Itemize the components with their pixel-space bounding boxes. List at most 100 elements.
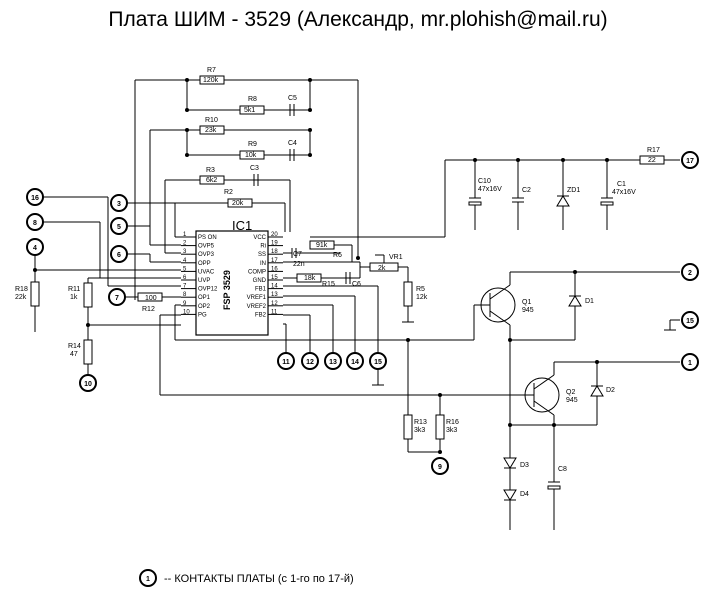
- r9-value: 10k: [245, 152, 257, 159]
- ic1-pin-num: 9: [183, 301, 187, 307]
- ic1-pin-num: 10: [183, 309, 190, 315]
- ic1-pin-name: Ri: [260, 244, 266, 250]
- contact-5: 5: [110, 217, 128, 235]
- contact-8: 8: [26, 213, 44, 231]
- contact-4: 4: [26, 238, 44, 256]
- c10-ref: C10: [478, 178, 491, 185]
- resistor-r12: [137, 292, 163, 302]
- r15-value: 18k: [304, 275, 316, 282]
- svg-text:4: 4: [33, 245, 37, 252]
- c2-ref: C2: [522, 187, 531, 194]
- contact-1: 1: [681, 353, 699, 371]
- contact-15-ic: 15: [369, 352, 387, 370]
- svg-text:17: 17: [686, 158, 694, 165]
- r10-ref: R10: [205, 117, 218, 124]
- ic1-pin-name: GND: [253, 278, 267, 284]
- svg-text:10: 10: [84, 381, 92, 388]
- d4-ref: D4: [520, 491, 529, 498]
- resistor-r10: [199, 125, 225, 135]
- ic1-pin-name: IN: [260, 261, 266, 267]
- resistor-r18: [30, 281, 40, 307]
- contact-9: 9: [431, 457, 449, 475]
- vr1-ref: VR1: [389, 254, 403, 261]
- c4-ref: C4: [288, 140, 297, 147]
- ic1-pin-name: UVP: [198, 278, 210, 284]
- ic1-pin-num: 16: [271, 266, 278, 272]
- ic1-pin-num: 13: [271, 292, 278, 298]
- ic1-pin-name: OP1: [198, 295, 211, 301]
- ic1-pin-name: OVP5: [198, 244, 215, 250]
- c8-ref: C8: [558, 466, 567, 473]
- ic1-pin-name: SS: [258, 252, 266, 258]
- ic1-pin-num: 8: [183, 292, 187, 298]
- svg-text:12: 12: [306, 359, 314, 366]
- ic1-pin-name: FB2: [255, 312, 267, 318]
- resistor-r11: [83, 282, 93, 308]
- svg-text:2: 2: [688, 270, 692, 277]
- r3-value: 6k2: [206, 177, 217, 184]
- ic1-body: [195, 230, 269, 336]
- svg-text:3: 3: [117, 201, 121, 208]
- svg-text:14: 14: [351, 359, 359, 366]
- diode-d1: [568, 295, 582, 307]
- resistor-r9: [239, 150, 265, 160]
- r7-ref: R7: [207, 67, 216, 74]
- c6-ref: C6: [352, 281, 361, 288]
- zd1-ref: ZD1: [567, 187, 580, 194]
- ic1-pin-num: 3: [183, 249, 187, 255]
- ic1-pin-name: PG: [198, 312, 207, 318]
- contact-14: 14: [346, 352, 364, 370]
- r14-value: 47: [70, 351, 78, 358]
- svg-text:15: 15: [686, 318, 694, 325]
- contact-11: 11: [277, 352, 295, 370]
- r18-ref: R18: [15, 286, 28, 293]
- ic1-ref: IC1: [232, 218, 252, 233]
- resistor-r8: [239, 105, 265, 115]
- r11-value: 1k: [70, 294, 78, 301]
- svg-text:8: 8: [33, 220, 37, 227]
- resistor-r5: [403, 281, 413, 307]
- r9-ref: R9: [248, 141, 257, 148]
- c7-value: 22n: [293, 261, 305, 268]
- ic-left-network: 100 R12 R18 22k R11 1k R14 47: [15, 196, 520, 396]
- ic1-pin-num: 4: [183, 258, 187, 264]
- ic1-pin-name: OPP: [198, 261, 211, 267]
- c5-ref: C5: [288, 95, 297, 102]
- r10-value: 23k: [205, 127, 217, 134]
- page-title: Плата ШИМ - 3529 (Александр, mr.plohish@…: [108, 8, 608, 31]
- ic1-pin-num: 5: [183, 266, 187, 272]
- ic1-pin-num: 17: [271, 258, 278, 264]
- r15-ref: R15: [322, 281, 335, 288]
- resistor-r2: [227, 198, 253, 208]
- contact-15: 15: [681, 311, 699, 329]
- svg-text:7: 7: [115, 295, 119, 302]
- svg-text:16: 16: [31, 195, 39, 202]
- legend-contact-icon: [139, 569, 157, 587]
- ic1-pin-name: UVAC: [198, 269, 215, 275]
- ic1-pin-num: 15: [271, 275, 278, 281]
- r8-value: 5k1: [244, 107, 255, 114]
- r12-value: 100: [145, 295, 157, 302]
- contact-2: 2: [681, 263, 699, 281]
- diode-d4: [503, 489, 517, 501]
- q1-ref: Q1: [522, 299, 531, 306]
- legend-number: 1: [146, 576, 150, 583]
- ic1-pin-num: 14: [271, 284, 278, 290]
- resistor-r7: [199, 75, 225, 85]
- contact-17: 17: [681, 151, 699, 169]
- ic1-pin-num: 19: [271, 241, 278, 247]
- resistor-r15: [296, 273, 322, 283]
- r5-ref: R5: [416, 286, 425, 293]
- svg-text:5: 5: [117, 224, 121, 231]
- contact-3: 3: [110, 194, 128, 212]
- svg-text:13: 13: [329, 359, 337, 366]
- ic1-pin-name: FB1: [255, 287, 267, 293]
- contact-10: 10: [79, 374, 97, 392]
- contact-6: 6: [110, 245, 128, 263]
- feedback-networks: R7 120k R8 5k1 C5 R10 23k R9 10k C4 R3 6…: [134, 67, 360, 300]
- r6-ref: R6: [333, 252, 342, 259]
- ic1-pin-num: 6: [183, 275, 187, 281]
- ic1-pin-num: 18: [271, 249, 278, 255]
- r2-value: 20k: [232, 200, 244, 207]
